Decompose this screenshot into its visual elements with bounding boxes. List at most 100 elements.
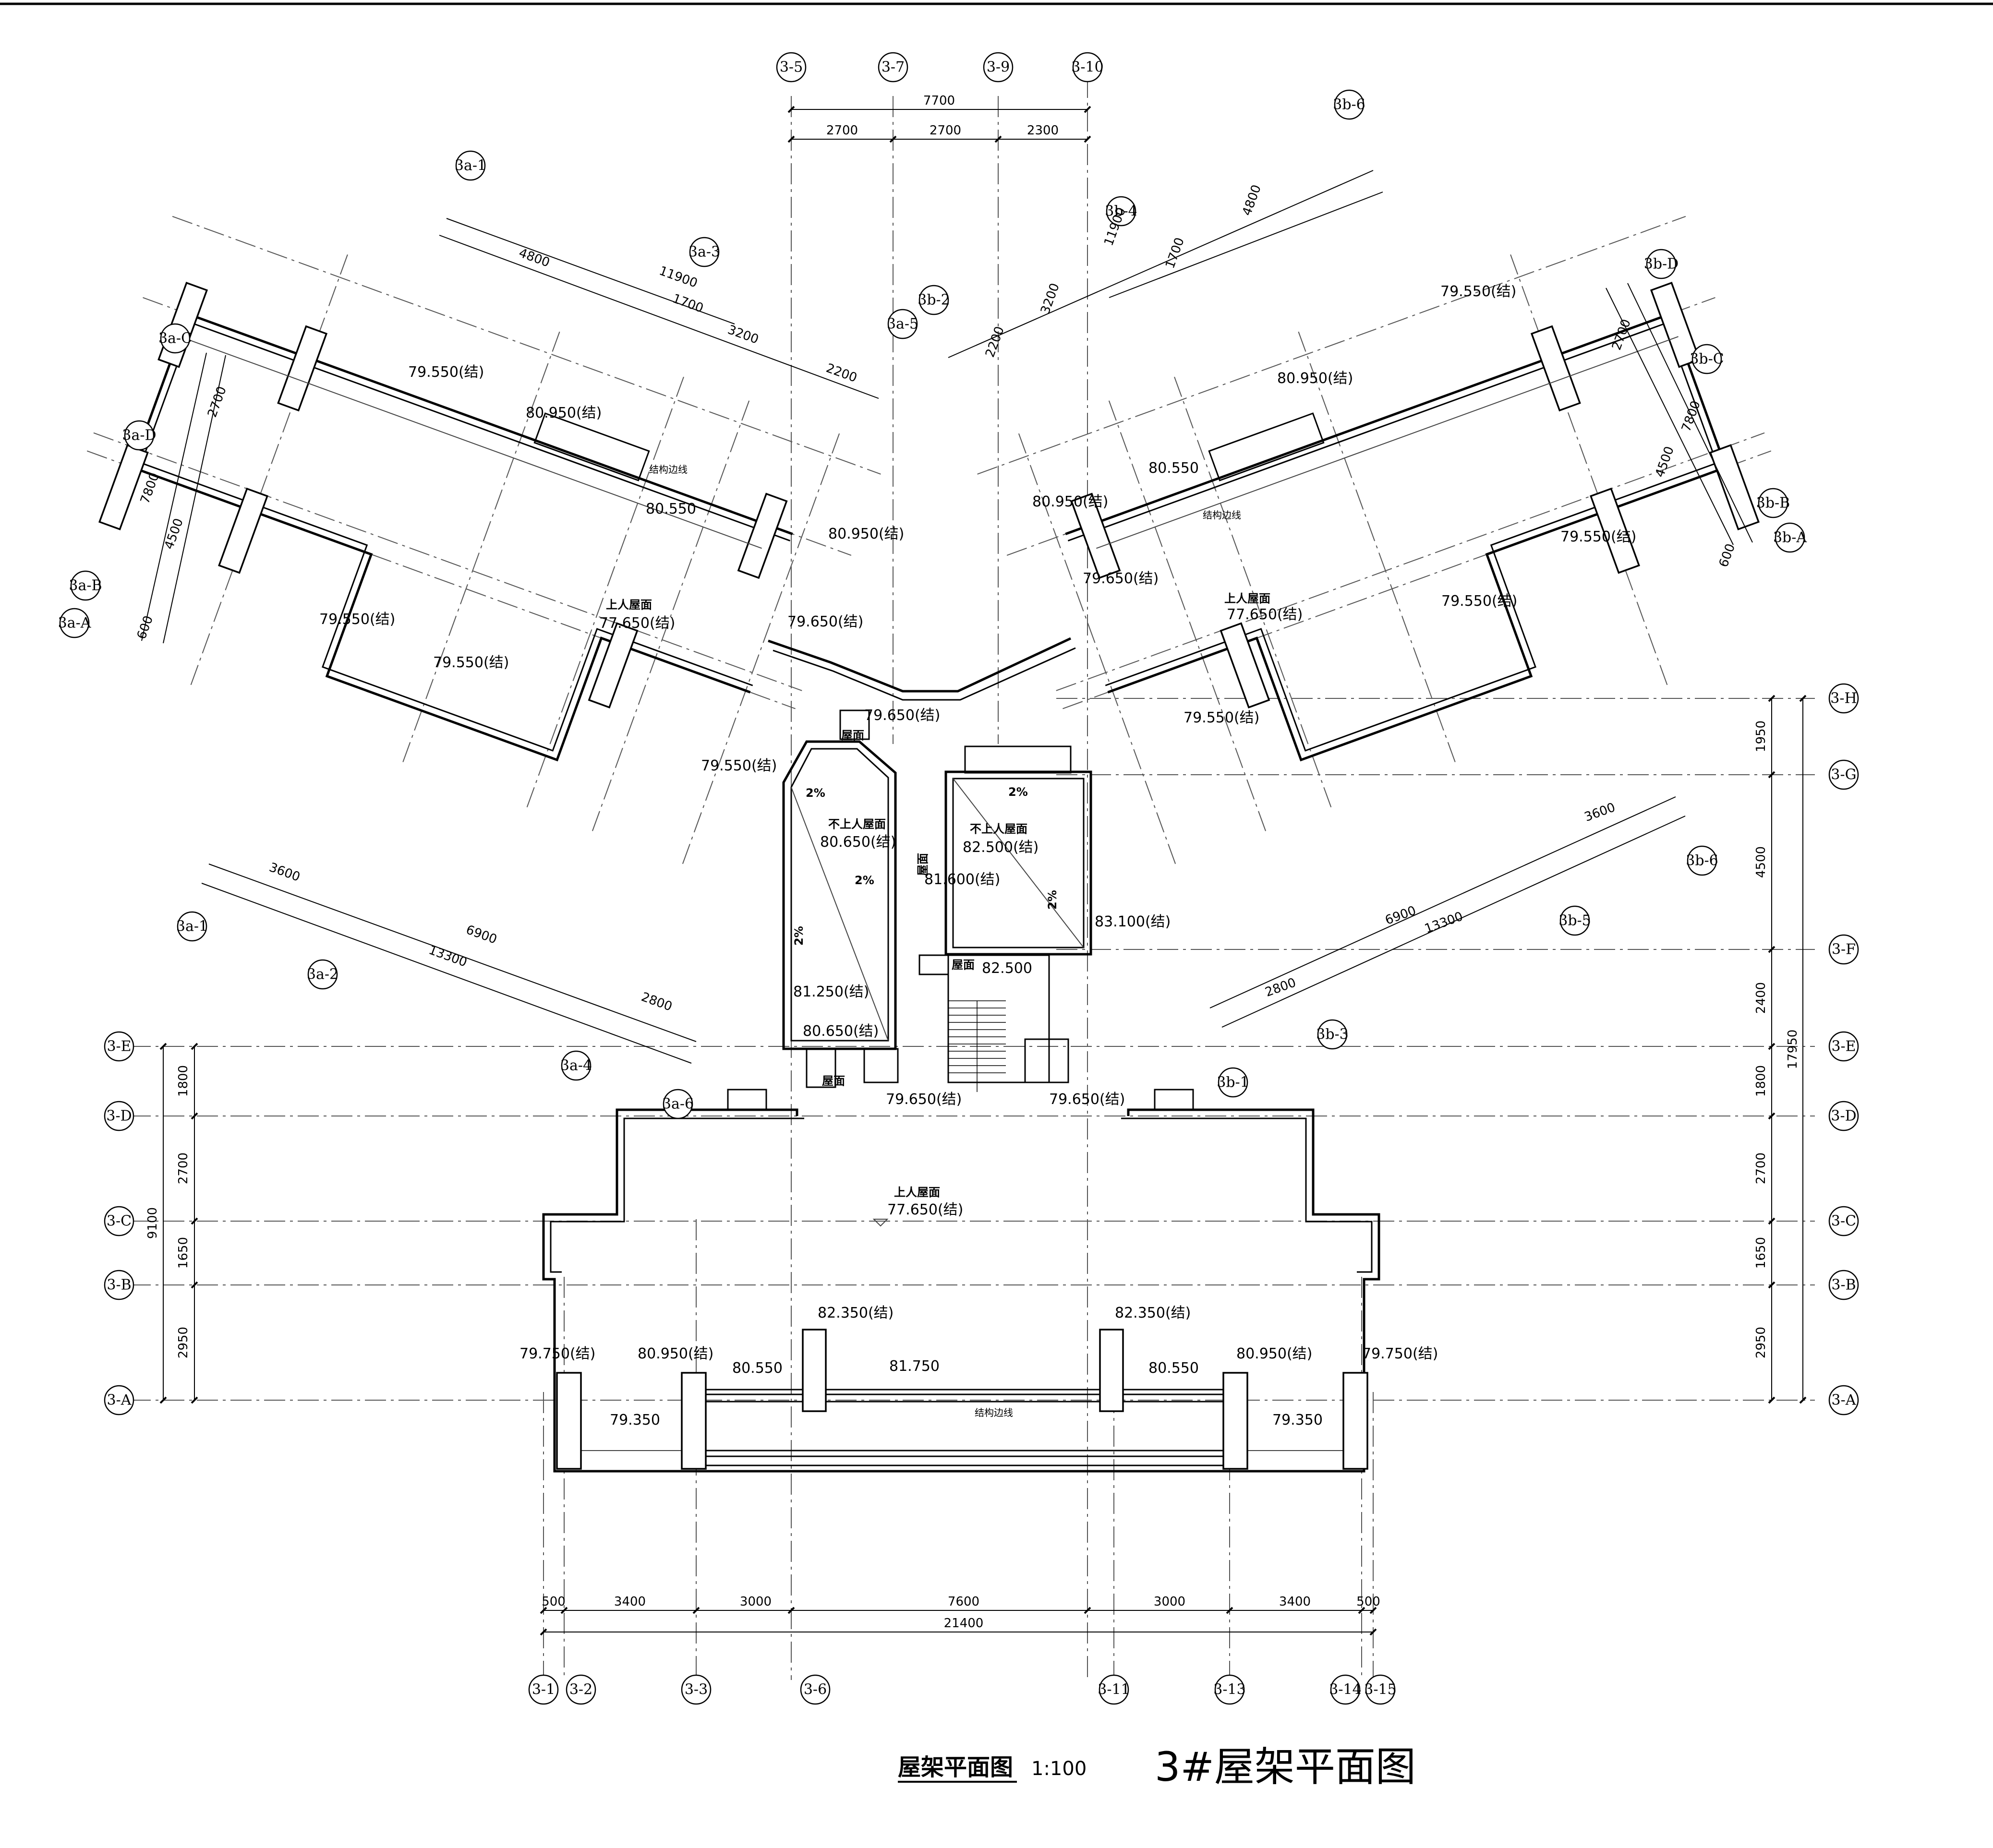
svg-text:3-5: 3-5 [780, 59, 803, 76]
svg-text:2950: 2950 [176, 1327, 191, 1358]
svg-text:3a-5: 3a-5 [887, 316, 918, 333]
svg-text:3-C: 3-C [107, 1213, 132, 1230]
axis-bubble-left-3-C: 3-C [104, 1206, 134, 1236]
svg-text:9100: 9100 [145, 1207, 160, 1239]
axis-bubble-right-3-B: 3-B [1828, 1270, 1859, 1300]
svg-text:7800: 7800 [138, 471, 162, 505]
svg-text:屋面: 屋面 [822, 1074, 845, 1088]
svg-text:79.350: 79.350 [610, 1412, 660, 1428]
svg-text:屋面: 屋面 [841, 729, 864, 742]
svg-text:3a-6: 3a-6 [662, 1096, 694, 1113]
svg-text:4500: 4500 [1653, 444, 1677, 479]
svg-text:13300: 13300 [427, 943, 469, 970]
svg-text:3a-4: 3a-4 [560, 1057, 592, 1074]
svg-text:3-7: 3-7 [882, 59, 905, 76]
svg-text:79.650(结): 79.650(结) [1049, 1091, 1125, 1108]
svg-text:79.650(结): 79.650(结) [1083, 570, 1159, 587]
stair [948, 1000, 1006, 1092]
dimension-lines [141, 106, 1807, 1636]
svg-text:上人屋面: 上人屋面 [606, 598, 652, 612]
svg-text:2%: 2% [855, 874, 874, 887]
svg-text:2700: 2700 [205, 384, 229, 419]
svg-text:3-C: 3-C [1831, 1213, 1856, 1230]
svg-text:3000: 3000 [1154, 1595, 1185, 1609]
svg-text:2400: 2400 [1754, 982, 1768, 1014]
axis-bubble-3b-1: 3b-1 [1217, 1067, 1249, 1098]
svg-text:79.650(结): 79.650(结) [886, 1091, 962, 1108]
svg-text:83.100(结): 83.100(结) [1095, 913, 1171, 930]
svg-text:3a-C: 3a-C [158, 330, 192, 347]
svg-text:3-F: 3-F [1832, 941, 1856, 958]
svg-text:2%: 2% [806, 786, 825, 800]
svg-text:3-H: 3-H [1830, 690, 1857, 707]
axis-bubble-right-3-D: 3-D [1828, 1101, 1859, 1131]
svg-text:80.950(结): 80.950(结) [526, 405, 602, 421]
axis-bubble-3-10: 3-10 [1071, 52, 1104, 83]
svg-text:3b-6: 3b-6 [1333, 96, 1365, 113]
svg-text:3a-B: 3a-B [69, 577, 102, 594]
axis-bubble-3a-D: 3a-D [122, 420, 157, 451]
axis-bubble-right-3-E: 3-E [1828, 1031, 1859, 1062]
svg-text:80.950(结): 80.950(结) [828, 526, 904, 542]
svg-text:82.350(结): 82.350(结) [1115, 1305, 1191, 1321]
svg-text:79.650(结): 79.650(结) [864, 707, 940, 724]
svg-text:结构边线: 结构边线 [1203, 509, 1241, 521]
svg-text:2%: 2% [1046, 890, 1059, 910]
svg-text:3000: 3000 [740, 1595, 772, 1609]
axis-bubble-3-1: 3-1 [528, 1674, 559, 1705]
svg-text:3-10: 3-10 [1071, 59, 1103, 76]
axis-bubble-3a-1-bottom: 3a-1 [176, 911, 208, 942]
svg-text:21400: 21400 [944, 1616, 984, 1631]
svg-text:1950: 1950 [1754, 720, 1768, 752]
axis-bubble-3b-A: 3b-A [1773, 522, 1807, 553]
svg-text:80.650(结): 80.650(结) [820, 834, 896, 851]
svg-text:3-15: 3-15 [1364, 1681, 1396, 1698]
svg-text:3-B: 3-B [1831, 1277, 1856, 1294]
svg-text:3-A: 3-A [107, 1392, 132, 1409]
svg-text:80.950(结): 80.950(结) [1236, 1345, 1312, 1362]
axis-bubble-3b-4: 3b-4 [1105, 196, 1137, 227]
axis-bubble-3b-6-bottom: 3b-6 [1686, 845, 1718, 876]
svg-text:600: 600 [1716, 542, 1738, 569]
svg-text:79.550(结): 79.550(结) [408, 364, 484, 381]
svg-text:2200: 2200 [824, 361, 859, 385]
axis-bubble-3a-B: 3a-B [69, 570, 102, 601]
axis-bubbles: 3-1 3-2 3-3 3-6 3-11 3-13 3-14 3-15 3-5 … [58, 52, 1859, 1705]
axis-bubble-3-3: 3-3 [681, 1674, 712, 1705]
axis-bubble-3-6: 3-6 [800, 1674, 831, 1705]
axis-bubble-3b-3: 3b-3 [1316, 1019, 1349, 1050]
svg-text:600: 600 [134, 614, 156, 641]
axis-bubble-left-3-B: 3-B [104, 1270, 134, 1300]
axis-bubble-3b-5: 3b-5 [1558, 905, 1591, 936]
svg-text:79.550(结): 79.550(结) [1560, 528, 1636, 545]
axis-bubble-right-3-G: 3-G [1828, 759, 1859, 790]
axis-bubble-3a-4: 3a-4 [560, 1050, 592, 1081]
svg-text:3a-2: 3a-2 [307, 966, 338, 983]
svg-text:80.550: 80.550 [646, 501, 696, 517]
svg-text:500: 500 [1356, 1595, 1380, 1609]
svg-text:77.650(结): 77.650(结) [1227, 606, 1303, 623]
wing-b [977, 216, 1772, 867]
axis-bubble-3-13: 3-13 [1213, 1674, 1246, 1705]
svg-text:80.550: 80.550 [732, 1360, 783, 1377]
svg-text:82.500(结): 82.500(结) [963, 839, 1039, 856]
axis-bubble-3a-C: 3a-C [158, 323, 192, 354]
svg-text:3-G: 3-G [1831, 767, 1856, 783]
axis-bubble-3-14: 3-14 [1329, 1674, 1362, 1705]
axis-bubble-3b-2: 3b-2 [918, 285, 950, 315]
axis-bubble-3b-C: 3b-C [1690, 344, 1724, 374]
svg-text:80.550: 80.550 [1148, 460, 1199, 477]
wing-a [86, 216, 881, 867]
svg-text:3b-2: 3b-2 [918, 292, 950, 309]
axis-bubble-3-9: 3-9 [983, 52, 1014, 83]
svg-text:80.550: 80.550 [1148, 1360, 1199, 1377]
building-title: 3#屋架平面图 [1155, 1743, 1416, 1790]
svg-text:6900: 6900 [1383, 903, 1418, 928]
svg-text:1650: 1650 [1754, 1237, 1768, 1269]
svg-text:77.650(结): 77.650(结) [887, 1201, 963, 1218]
svg-text:7600: 7600 [948, 1595, 979, 1609]
svg-text:3a-1: 3a-1 [176, 918, 208, 935]
svg-text:3600: 3600 [1582, 800, 1617, 825]
